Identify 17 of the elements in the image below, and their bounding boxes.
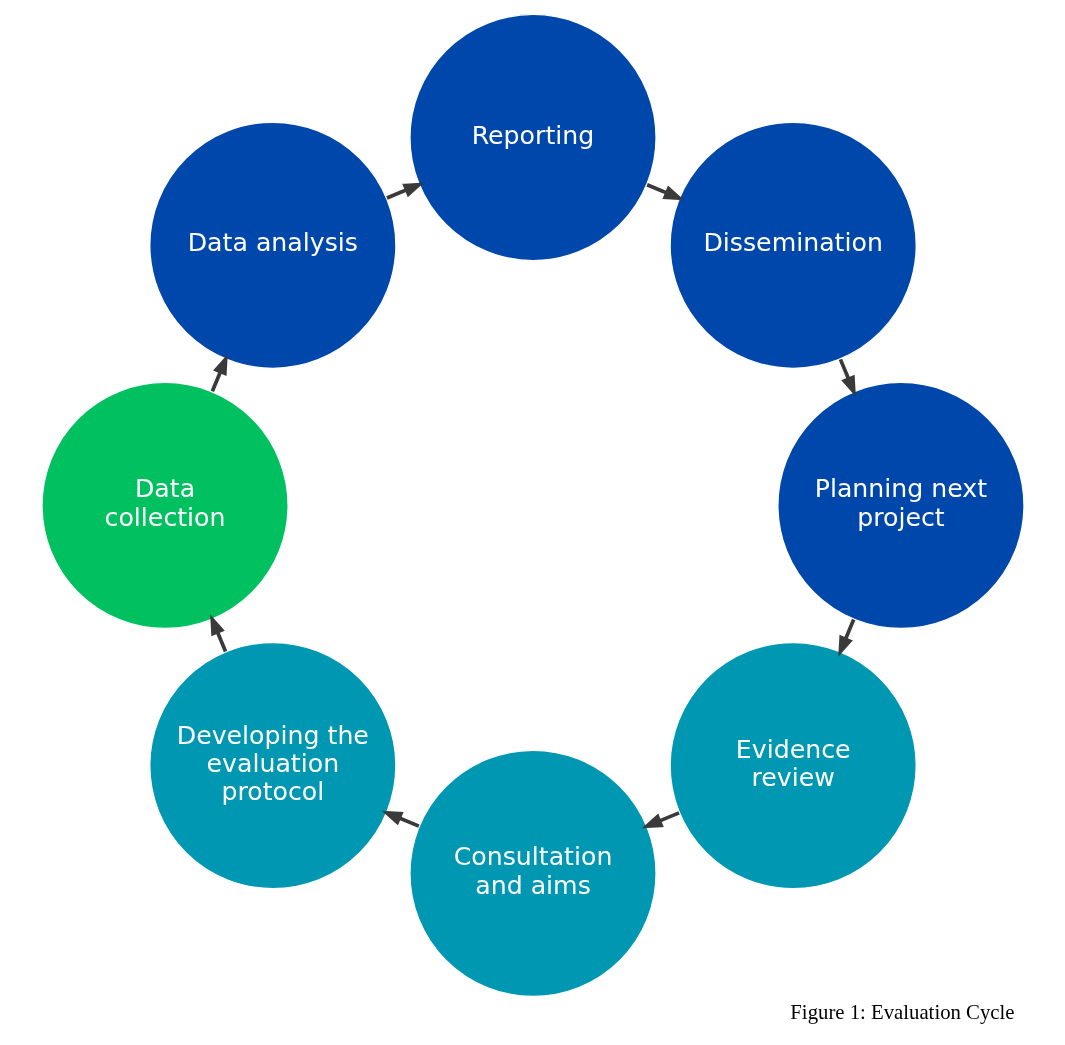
arrow [385,182,424,200]
node-circle: Developing the evaluation protocol [148,641,397,890]
arrow [641,811,680,829]
node-circle: Consultation and aims [408,749,657,998]
caption: Figure 1: Evaluation Cycle [789,1001,1015,1024]
arrow [381,810,420,828]
node-circle: Planning next project [776,381,1025,630]
arrow [210,354,228,393]
node-circle: Reporting [408,13,657,262]
arrow [645,183,684,201]
node-circle: Data analysis [148,121,397,370]
arrow [209,614,227,653]
node-circle: Data collection [40,381,289,630]
arrow [838,358,856,397]
node-circle: Evidence review [668,641,917,890]
node-circle: Dissemination [668,121,917,370]
arrow [837,618,855,657]
